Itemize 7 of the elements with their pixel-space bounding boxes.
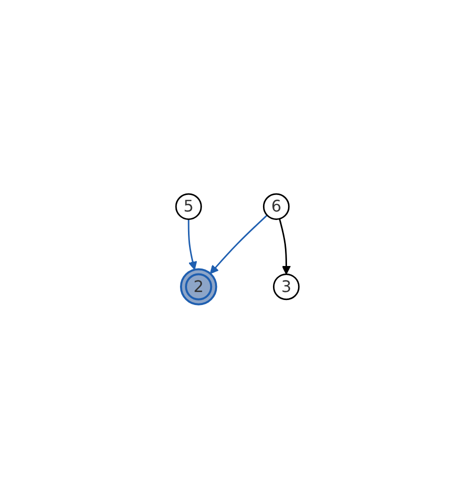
node-circle: 2 xyxy=(180,268,217,306)
arrow xyxy=(278,218,290,274)
node-circle: 6 xyxy=(262,193,290,220)
node-circle: 3 xyxy=(272,273,300,300)
node-circle: 5 xyxy=(174,193,202,220)
arrow xyxy=(209,214,268,274)
arrow xyxy=(187,219,197,270)
